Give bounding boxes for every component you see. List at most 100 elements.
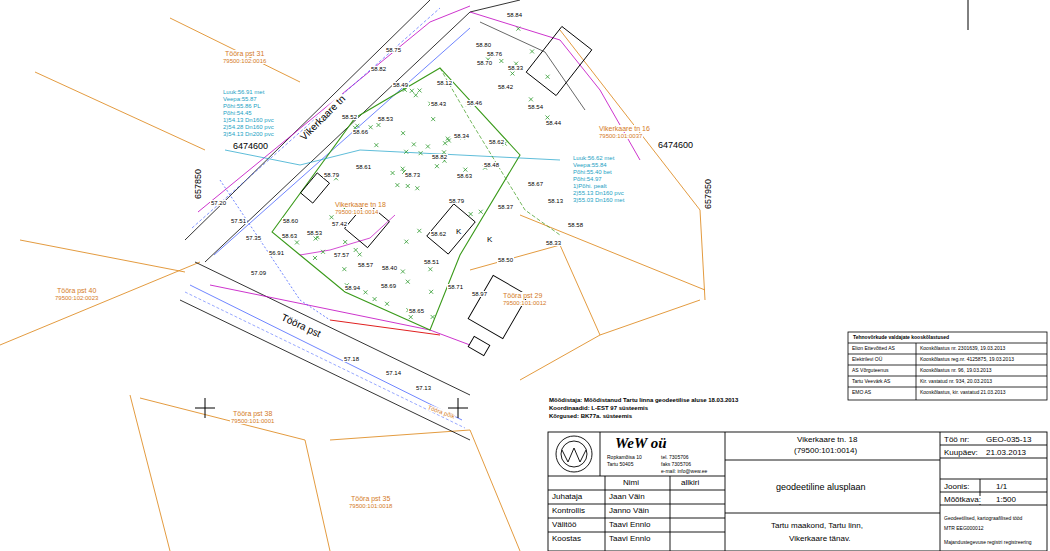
title-block-text: 1/1 (995, 483, 1008, 491)
map-label: Põhi:55.40 bet (572, 169, 613, 175)
title-block-text: Jaan Väin (608, 493, 646, 501)
map-label: Veepa:55.87 (222, 96, 258, 102)
map-label: MTR EEG000012 (943, 526, 984, 531)
map-label: 57.51 (230, 218, 247, 224)
map-label: 79500:101:0012 (502, 300, 547, 306)
title-block-text: Taavi Ennlo (608, 535, 651, 543)
tree-symbol (426, 144, 430, 148)
map-label: 58.67 (527, 181, 544, 187)
map-label: e-mail: info@wew.ee (660, 469, 708, 474)
title-block-text: Kontrollis (551, 507, 586, 515)
map-label: 57.09 (250, 270, 267, 276)
tree-symbol (374, 143, 378, 147)
map-label: 57.14 (385, 370, 402, 376)
tree-symbol (428, 267, 432, 271)
map-label: 58.62 (488, 139, 505, 145)
grid-crosses (195, 0, 968, 418)
map-label: 57.42 (331, 221, 348, 227)
map-label: Majandustegevuse registri registreering (943, 540, 1033, 545)
map-label: 58.40 (381, 265, 398, 271)
tree-symbol (295, 240, 299, 244)
tree-symbol (443, 141, 447, 145)
map-label: Geodeetilised, kartograafilised tööd (943, 516, 1023, 521)
tree-symbol (409, 315, 413, 319)
tree-symbols (295, 27, 550, 319)
tree-symbol (342, 267, 346, 271)
map-label: Luuk:56.91 met (222, 89, 265, 95)
tree-symbol (418, 89, 422, 93)
tree-symbol (358, 252, 362, 256)
map-label: 58.44 (545, 120, 562, 126)
tree-symbol (401, 167, 405, 171)
map-label: Tööra pst 38 (232, 410, 273, 417)
tree-symbol (530, 49, 534, 53)
tree-symbol (401, 270, 405, 274)
tree-symbol (545, 115, 549, 119)
map-label: Põhi:54.45 (222, 110, 253, 116)
tree-symbol (404, 150, 408, 154)
map-label: 58.33 (507, 65, 524, 71)
tree-symbol (404, 240, 408, 244)
tree-symbol (406, 280, 410, 284)
map-label: 58.97 (471, 291, 488, 297)
title-block-text: Koostas (551, 535, 582, 543)
tree-symbol (385, 302, 389, 306)
company-logo-text: WeW oü (614, 436, 668, 451)
map-label: 2)55.13 Dn160 pvc (572, 190, 625, 196)
toora-street (180, 262, 470, 440)
tree-symbol (435, 164, 439, 168)
title-block-text: Vikerkaare tänav. (788, 535, 852, 543)
map-label: 58.79 (323, 172, 340, 178)
tree-symbol (329, 215, 333, 219)
map-label: 57.13 (415, 385, 432, 391)
map-label: Luuk:56.62 met (572, 155, 615, 161)
map-label: 57.18 (343, 356, 360, 362)
title-block-text: 21.03.2013 (985, 449, 1027, 457)
tree-symbol (376, 123, 380, 127)
map-label: 58.69 (380, 283, 397, 289)
map-label: Vikerkaare tn 18 (334, 201, 387, 208)
tree-symbol (546, 75, 550, 79)
map-label: 57.57 (333, 252, 350, 258)
title-block-text: Kuupäev: (943, 449, 979, 457)
map-label: 58.48 (483, 162, 500, 168)
map-label: AS Võrguteenus (851, 368, 889, 373)
map-label: 58.52 (341, 114, 358, 120)
map-label: tel. 7305706 (660, 455, 690, 460)
title-block-text: 1:500 (995, 496, 1017, 504)
map-label: 57.20 (210, 200, 227, 206)
map-label: 58.63 (456, 173, 473, 179)
map-label: 58.12 (436, 80, 453, 86)
map-label: Tööra pst 29 (502, 292, 543, 299)
title-block-text: Tartu maakond, Tartu linn, (770, 522, 864, 530)
map-label: 58.73 (404, 172, 421, 178)
tree-symbol (373, 297, 377, 301)
tree-symbol (355, 124, 359, 128)
map-label: 58.71 (447, 284, 464, 290)
map-label: Ropkamõisa 10 (606, 455, 643, 460)
title-block-text: Tööra pst (279, 312, 323, 340)
map-label: 56.91 (268, 250, 285, 256)
map-label: 58.82 (370, 66, 387, 72)
title-block-text: Välitöö (551, 521, 577, 529)
map-label: 58.13 (547, 198, 564, 204)
title-block-text: Janno Väin (608, 507, 650, 515)
map-label: 1)54.13 Dn160 pvc (222, 117, 275, 123)
map-label: 58.58 (567, 222, 584, 228)
title-block-text: allkiri (680, 479, 700, 487)
tree-symbol (369, 125, 373, 129)
title-block-text: 6474600 (657, 141, 694, 150)
tree-symbol (364, 290, 368, 294)
map-label: 58.42 (497, 84, 514, 90)
map-label: 79500:101:0018 (348, 503, 393, 509)
tree-symbol (419, 151, 423, 155)
tree-symbol (354, 248, 358, 252)
map-label: 58.76 (486, 51, 503, 57)
map-label: 58.70 (476, 60, 493, 66)
tree-symbol (446, 137, 450, 141)
map-label: 2)54.28 Dn160 pvc (222, 124, 275, 130)
map-label: Põhi:54.97 (572, 176, 603, 182)
map-label: Elektrilevi OÜ (851, 357, 883, 362)
map-label: 58.82 (431, 154, 448, 160)
title-block-text: Taavi Ennlo (608, 521, 651, 529)
